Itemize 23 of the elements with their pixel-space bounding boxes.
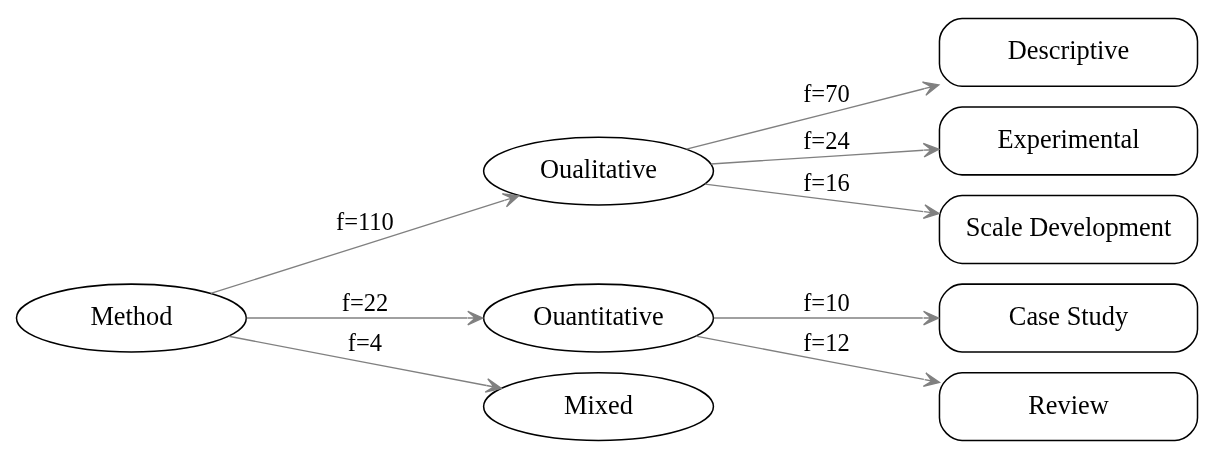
- edge-label: f=24: [803, 126, 850, 154]
- arrow: [210, 192, 520, 294]
- node-box: Descriptive: [938, 17, 1199, 87]
- arrow: [685, 80, 940, 150]
- edge-label: f=10: [803, 288, 850, 316]
- edge-label: f=4: [347, 328, 383, 356]
- node-ellipse: Ouantitative: [482, 282, 715, 353]
- edge-label: f=70: [803, 79, 850, 107]
- arrow: [695, 335, 941, 387]
- arrow: [228, 335, 502, 393]
- edge-label: f=16: [803, 168, 850, 196]
- node-box: Experimental: [938, 105, 1199, 176]
- arrow: [245, 310, 484, 325]
- node-box: Review: [938, 371, 1199, 441]
- edge-label: f=12: [803, 328, 850, 356]
- node-box: Case Study: [938, 282, 1199, 353]
- arrow: [710, 142, 940, 165]
- node-box: Scale Development: [938, 194, 1199, 264]
- node-ellipse: Method: [15, 282, 248, 353]
- arrow: [704, 183, 940, 219]
- edge-label: f=22: [341, 288, 389, 316]
- arrow: [713, 310, 940, 325]
- edge-label: f=110: [336, 207, 394, 235]
